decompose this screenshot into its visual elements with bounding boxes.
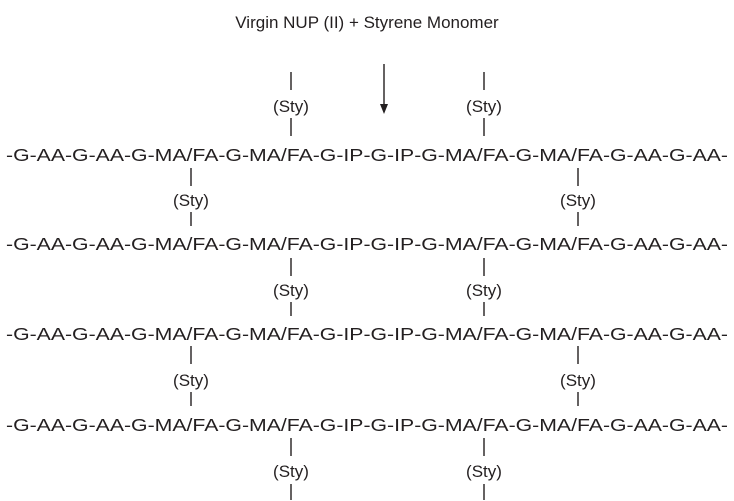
crosslink-sty-label: (Sty) — [273, 97, 309, 116]
crosslink-sty-label: (Sty) — [273, 462, 309, 481]
crosslink-sty-label: (Sty) — [173, 371, 209, 390]
crosslink-sty-label: (Sty) — [560, 191, 596, 210]
crosslink-sty-label: (Sty) — [466, 97, 502, 116]
polymer-chain-2: -G-AA-G-AA-G-MA/FA-G-MA/FA-G-IP-G-IP-G-M… — [6, 234, 728, 254]
polymer-chain-3: -G-AA-G-AA-G-MA/FA-G-MA/FA-G-IP-G-IP-G-M… — [6, 324, 728, 344]
diagram-title: Virgin NUP (II) + Styrene Monomer — [235, 13, 499, 32]
crosslink-sty-label: (Sty) — [466, 462, 502, 481]
polymer-chain-1: -G-AA-G-AA-G-MA/FA-G-MA/FA-G-IP-G-IP-G-M… — [6, 145, 728, 165]
crosslink-sty-label: (Sty) — [173, 191, 209, 210]
polymer-chain-4: -G-AA-G-AA-G-MA/FA-G-MA/FA-G-IP-G-IP-G-M… — [6, 415, 728, 435]
crosslink-sty-label: (Sty) — [560, 371, 596, 390]
crosslink-sty-label: (Sty) — [273, 281, 309, 300]
arrow-head — [380, 104, 388, 114]
crosslink-sty-label: (Sty) — [466, 281, 502, 300]
